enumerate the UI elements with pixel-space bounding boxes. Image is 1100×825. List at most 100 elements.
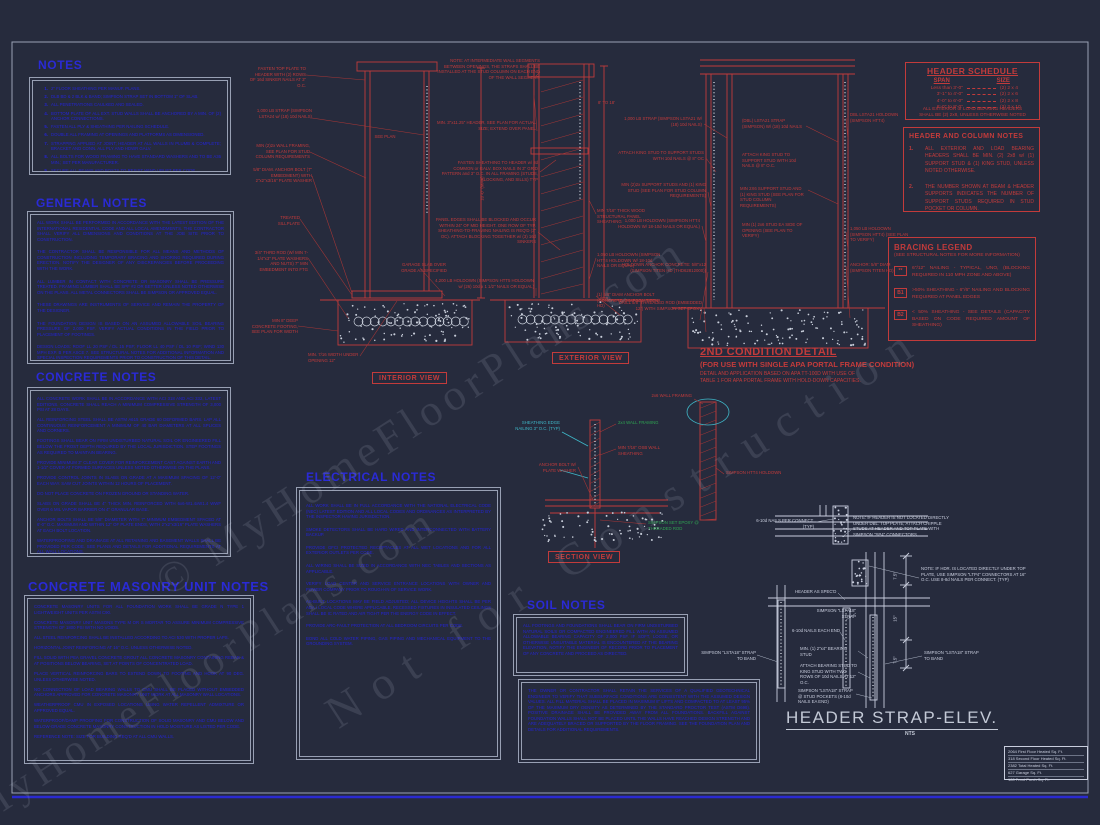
note-paragraph: PROVIDE MINIMUM 3" CLEAR COVER FOR REINF… [37,459,221,471]
note-number: 4. [44,110,48,116]
callout: 2x4 WALL FRAMING [618,420,659,425]
span-cell: 6'-0" to 8'-0" [936,105,963,111]
callout: MIN 7/16" OSB WALL SHEATHING [618,445,660,456]
callout: ATTACH BEARING STUD TO KING STUD WITH TW… [800,663,857,685]
note-text: DLB BD & 2 BLK & BAND; SIMPSON STRAP SET… [51,94,199,100]
legend-item: B2 < 50% SHEATHING - SEE DETAILS (CAPACI… [894,309,1030,331]
note-item: 6. DOUBLE ALL FRAMING AT OPENINGS AND PL… [39,132,221,138]
callout: 1,000 LB STRAP (SIMPSON LSTA21 W/ (18) 1… [624,116,702,127]
callout: SIMPSON "LSTA18" STRAP @ STUD POCKETS (8… [798,688,853,704]
callout: DRILL 5/8" THREADED ROD (EMBEDDED 12") W… [618,300,702,311]
callout: ANCHOR BOLT W/ PLATE WASHER [538,462,576,473]
callout: 2x6 WALL FRAMING [651,393,692,398]
note-text: ALL EXTERIOR AND LOAD BEARING HEADERS SH… [925,146,1034,174]
callout: (DBL) LSTA21 STRAP (SIMPSON) W/ (18) 10d… [742,118,802,129]
general-notes-title: GENERAL NOTES [36,196,147,210]
note-paragraph: ALL WORK SHALL BE PERFORMED IN ACCORDANC… [37,220,224,242]
header-column-notes: HEADER AND COLUMN NOTES 1. ALL EXTERIOR … [903,127,1040,212]
callout: SEE PLAN [374,134,396,139]
callout: TREATED SILLPLATE [277,215,300,226]
size-cell: (2) 2 x 10 [1000,105,1021,111]
header-schedule-footnote: ALL EXTERIOR or LOAD BEARING HEADERS SHA… [919,106,1026,118]
note-paragraph: ALL WORK SHALL BE IN FULL ACCORDANCE WIT… [306,503,491,520]
note-paragraph: THE CONTRACTOR SHALL BE RESPONSIBLE FOR … [37,249,224,272]
legend-tag: B1 [894,287,907,298]
detail-scale: NTS [905,731,915,737]
note-number: 8. [44,154,48,160]
note-paragraph: WATERPROOF/DAMP PROOFING FOR CONSTRUCTIO… [34,718,244,729]
note-paragraph: ALL REINFORCING STEEL SHALL BE ASTM A615… [37,417,221,434]
electrical-notes-box: ALL WORK SHALL BE IN FULL ACCORDANCE WIT… [296,487,501,760]
second-condition-subtitle: (FOR USE WITH SINGLE APA PORTAL FRAME CO… [700,360,915,369]
schedule-row: 4'-0" to 6'-0" (2) 2 x 8 [911,99,1034,104]
callout: MIN. (1) 2"x4" BEARING STUD [800,646,848,657]
note-paragraph: ALL WIRING SHALL BE SIZED IN ACCORDANCE … [306,563,491,574]
note-paragraph: DESIGN LOADS: ROOF LL 20 PSF / DL 15 PSF… [37,344,224,361]
title-block: 2064 First Floor Heated Sq. Ft.318 Secon… [1004,746,1088,782]
callout: MIN 7/16" THICK WOOD STRUCTURAL PANEL SH… [597,208,646,224]
note-number: 7. [44,140,48,146]
note-text: 2" FLOOR SHEATHING PER MANUF. PLANS. [51,86,141,91]
size-cell: (2) 2 x 4 [1000,86,1018,91]
legend-text: 6"/12" NAILING - TYPICAL, UNO, (BLOCKING… [912,266,1030,279]
header-column-note: 1. ALL EXTERIOR AND LOAD BEARING HEADERS… [909,146,1034,175]
leader-dash [967,88,996,89]
legend-text: >50% SHEATHING - 6"/6" NAILING AND BLOCK… [912,287,1030,300]
electrical-notes-title: ELECTRICAL NOTES [306,470,437,484]
callout: SIMPSON "LSTA18" STRAP TO BAND [924,650,979,661]
callout: 1,000 LB STRAP (SIMPSON LSTA24 w/ (18) 1… [256,108,312,119]
callout: MIN (2)2x WALL FRAMING, SEE PLAN FOR STU… [255,143,310,159]
callout: SHEATHING EDGE NAILING 3" O.C. (TYP) [515,420,560,431]
callout: 6-10d NAILS PER CONNECT. (TYP) [756,518,814,529]
span-cell: 4'-0" to 6'-0" [936,98,963,104]
note-number: 1. [44,86,48,91]
callout: MIN (1) 2x6 STUD EA SIDE OF OPENING (SEE… [742,222,803,238]
legend-item: ** 6"/12" NAILING - TYPICAL, UNO, (BLOCK… [894,266,1030,280]
legend-text: < 50% SHEATHING - SEE DETAILS (CAPACITY … [912,309,1030,329]
notes-title: NOTES [38,58,83,72]
note-paragraph: SMOKE DETECTORS SHALL BE HARD WIRED AND … [306,526,491,538]
soil-notes-title: SOIL NOTES [527,598,606,612]
size-cell: (2) 2 x 8 [1000,98,1018,104]
callout: NOTE: IF HEADER IS NOT LOCATED DIRECTLY … [853,515,949,537]
title-block-row: 627 Garage Sq. Ft. [1008,770,1084,777]
legend-tag: B2 [894,309,907,320]
note-paragraph: VERIFY LOAD CENTER AND SERVICE ENTRANCE … [306,581,491,592]
concrete-notes-box: ALL CONCRETE WORK SHALL BE IN ACCORDANCE… [27,387,231,557]
schedule-row: Less than 3'-0" (2) 2 x 4 [911,86,1034,91]
bracing-legend: BRACING LEGEND (SEE STRUCTURAL NOTES FOR… [888,237,1036,341]
callout: ANCHOR: 5/8" DIAM (SIMPSON TITEN HD) [850,262,894,273]
leader-dash [967,94,996,96]
note-text: ALL BOLTS FOR WOOD FRAMING TO HAVE STAND… [51,154,221,165]
note-paragraph: HORIZONTAL JOINT REINFORCING AT 16" O.C.… [34,645,193,651]
note-paragraph: BOND ALL COLD WATER PIPING, GAS PIPING A… [306,635,491,647]
header-schedule: HEADER SCHEDULE SPAN SIZE Less than 3'-0… [905,62,1040,120]
note-item: 5. FASTEN ALL PLY & SHEATHING PER NAILIN… [39,124,221,130]
legend-tag: ** [894,266,907,277]
note-item: 7. STRAPPING APPLIED AT JOINT; HEADER AT… [39,141,221,152]
callout: SIMPSON SET EPOXY @ THREADED ROD [648,520,699,531]
leader-dash [967,107,996,109]
note-number: 6. [44,132,48,138]
note-number: 2. [44,94,48,100]
note-item: 1. 2" FLOOR SHEATHING PER MANUF. PLANS. [39,86,221,92]
schedule-row: 6'-0" to 8'-0" (2) 2 x 10 [911,105,1034,110]
callout: HEADER AS SPEC'D [795,589,837,594]
callout: ATTACH KING STUD TO SUPPORT STUD WITH 10… [742,152,797,168]
note-text: THE NUMBER SHOWN AT BEAM & HEADER SUPPOR… [925,184,1034,212]
header-column-notes-title: HEADER AND COLUMN NOTES [909,133,1024,140]
note-text: BOTTOM PLATE OF ALL EXT. STUD WALLS SHAL… [51,110,221,122]
size-cell: (2) 2 x 6 [1000,92,1018,98]
callout: (1) 5/8" DIAM ANCHOR BOLT (CONCRETE: SIM… [597,292,659,308]
bracing-legend-title: BRACING LEGEND [894,243,973,252]
note-paragraph: ALL FOOTINGS AND FOUNDATIONS SHALL BEAR … [523,623,678,656]
note-paragraph: FILL SOLID WITH PEA GRAVEL CONCRETE GROU… [34,655,244,667]
callout: 5/8" DIAM. ANCHOR BOLT (7" EMBEDMENT) WI… [253,167,312,183]
callout: MIN 2X6 SUPPORT STUD AND (1) KING STUD (… [740,186,804,208]
note-paragraph: PROVIDE GFCI PROTECTED RECEPTACLES AT AL… [306,544,491,556]
detail-title: HEADER STRAP-ELEV. [786,708,998,730]
note-text: DOUBLE ALL FRAMING AT OPENINGS AND PLATF… [51,132,205,138]
callout: DBL LSTA21 HOLDOWN (SIMPSON HTT4) [850,112,899,123]
note-paragraph: ALL LUMBER IN CONTACT WITH CONCRETE OR M… [37,278,224,295]
